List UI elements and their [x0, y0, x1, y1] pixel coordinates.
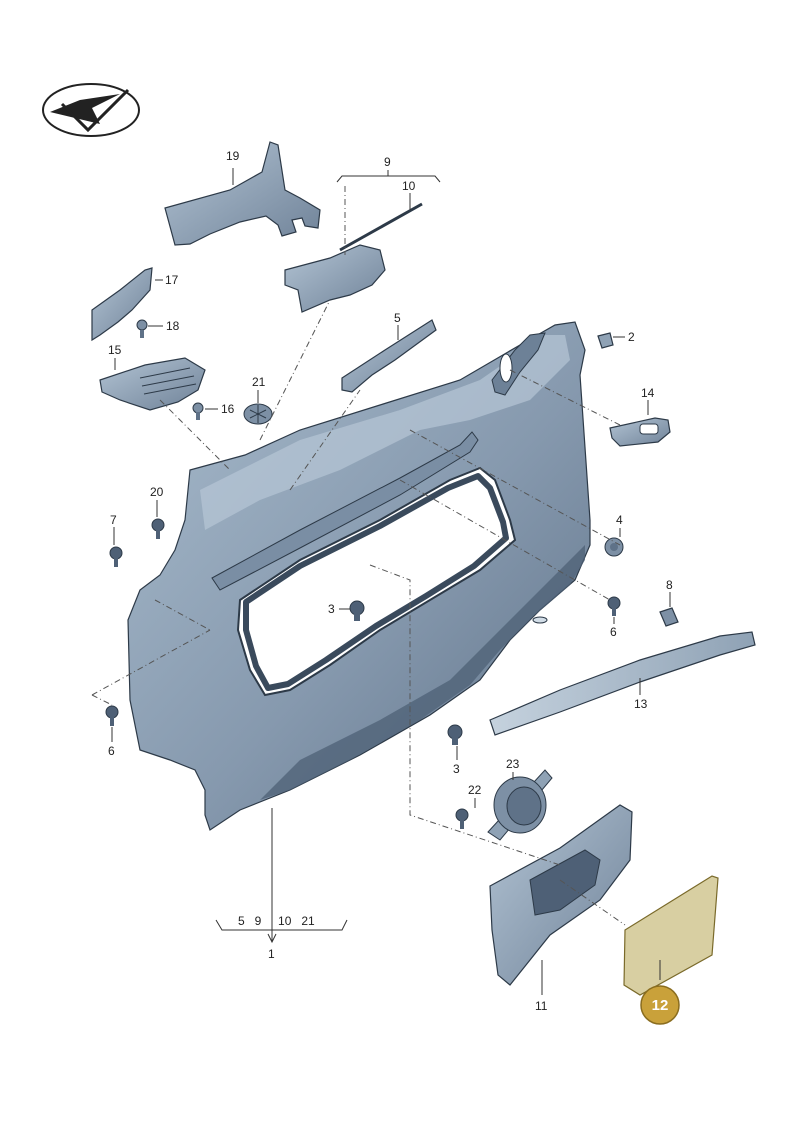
callout-14: 14: [641, 386, 655, 400]
part-6-screw-right: [607, 596, 621, 616]
callout-labels: 19 9 10 17 18 15 21 16 5 2 14 20 7 4 3 8…: [108, 149, 673, 1013]
part-4-nut: [604, 537, 624, 557]
highlight-badge-label: 12: [652, 997, 669, 1014]
part-3-clip-lower: [447, 724, 463, 745]
part-8-clip: [659, 607, 679, 627]
part-22-screw: [455, 808, 469, 829]
callout-group-1-items: 5 9 10 21: [238, 914, 315, 928]
callout-22: 22: [468, 783, 482, 797]
callout-13: 13: [634, 697, 648, 711]
callout-21: 21: [252, 375, 266, 389]
callout-1: 1: [268, 947, 275, 961]
part-13-trim-strip: [489, 631, 756, 736]
part-23-speaker: [487, 769, 553, 841]
callout-20: 20: [150, 485, 164, 499]
part-7-screw: [109, 546, 123, 567]
callout-6-left: 6: [108, 744, 115, 758]
callout-16: 16: [221, 402, 235, 416]
leader-lines: [111, 168, 671, 995]
callout-10: 10: [402, 179, 416, 193]
part-10-rod: [339, 202, 423, 252]
part-9-mount: [284, 244, 386, 313]
callout-17: 17: [165, 273, 179, 287]
callout-3-upper: 3: [328, 602, 335, 616]
highlight-badge-12: 12: [640, 985, 680, 1025]
part-2-clip: [597, 332, 614, 349]
callout-6-right: 6: [610, 625, 617, 639]
callout-5: 5: [394, 311, 401, 325]
callout-3-lower: 3: [453, 762, 460, 776]
part-16-screw: [192, 402, 204, 420]
part-19-bracket: [164, 141, 321, 246]
callout-4: 4: [616, 513, 623, 527]
part-18-screw: [136, 319, 148, 338]
callout-7: 7: [110, 513, 117, 527]
callout-23: 23: [506, 757, 520, 771]
part-17-bracket: [91, 267, 153, 342]
part-21-plug: [243, 403, 273, 425]
part-5-strip: [341, 319, 437, 393]
part-15-vent-ribs: [139, 367, 197, 395]
callout-9: 9: [384, 155, 391, 169]
callout-19: 19: [226, 149, 240, 163]
part-12-insert-highlighted: [623, 875, 719, 996]
part-20-screw: [151, 518, 165, 539]
part-3-clip-upper: [349, 600, 365, 621]
callout-8: 8: [666, 578, 673, 592]
callout-15: 15: [108, 343, 122, 357]
callout-2: 2: [628, 330, 635, 344]
door-trim-panel: [127, 321, 591, 831]
callout-18: 18: [166, 319, 180, 333]
part-6-screw-left: [105, 705, 119, 726]
check-mark-logo-icon: [42, 83, 140, 137]
callout-11: 11: [535, 999, 548, 1013]
alignment-lines: [91, 186, 626, 926]
